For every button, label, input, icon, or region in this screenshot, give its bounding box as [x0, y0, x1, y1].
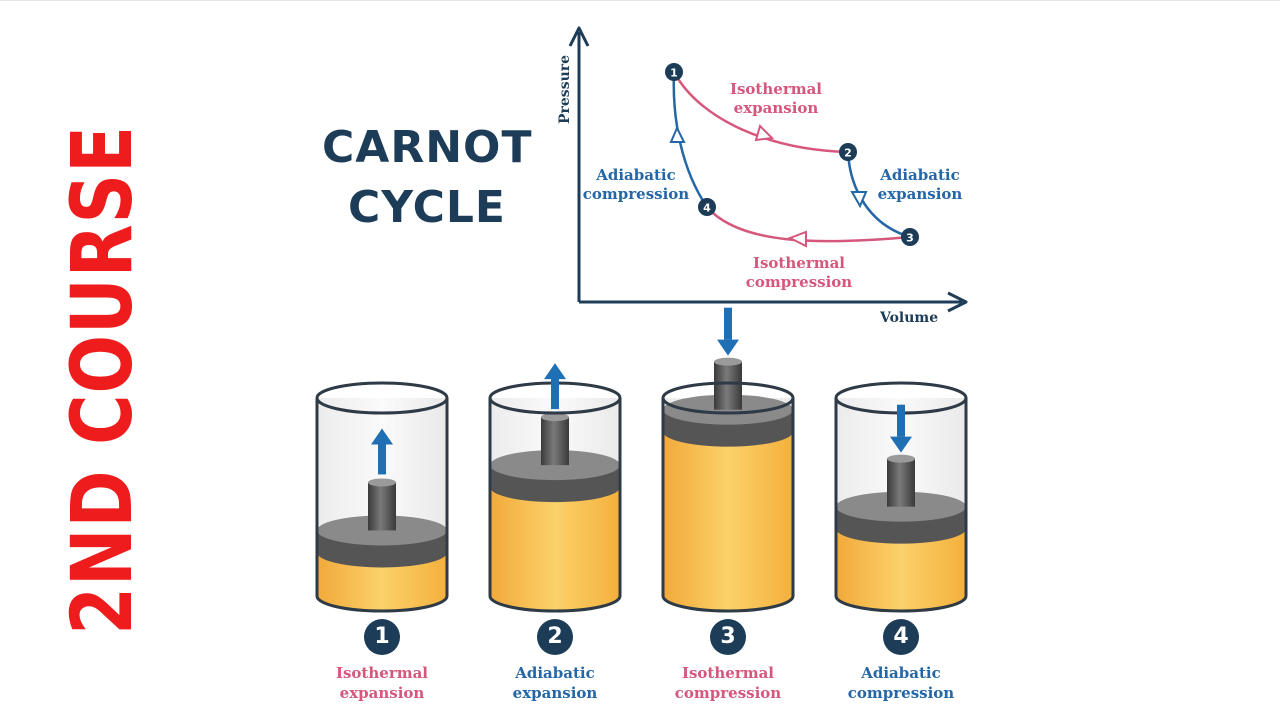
point-1: 1 — [665, 63, 683, 81]
cylinder-outline — [315, 398, 449, 613]
isothermal-expansion-curve — [672, 71, 849, 154]
arrow-shaft — [897, 404, 905, 437]
step-1-number: 1 — [364, 619, 400, 655]
cycle-curves — [672, 71, 911, 243]
segment-1-line-2: expansion — [734, 99, 819, 117]
step-2-line-1: Adiabatic — [515, 664, 595, 682]
step-1-caption: Isothermal expansion — [297, 663, 467, 703]
step-2-caption: Adiabatic expansion — [470, 663, 640, 703]
svg-text:3: 3 — [906, 232, 914, 245]
arrow-isothermal-expansion — [754, 124, 775, 142]
segment-2-line-1: Adiabatic — [879, 166, 960, 184]
segment-3-line-2: compression — [746, 273, 853, 291]
cylinder-outline — [661, 398, 795, 613]
arrow-adiabatic-expansion — [850, 191, 868, 209]
gas-fill — [836, 528, 966, 611]
cylinder-3 — [661, 307, 795, 613]
cylinder-outline — [834, 398, 968, 613]
cylinder-1 — [315, 381, 449, 613]
arrow-shaft — [378, 442, 386, 475]
top-border — [0, 0, 1280, 1]
gas-fill — [490, 487, 620, 611]
piston-rod — [368, 482, 396, 531]
segment-2-line-2: expansion — [878, 185, 963, 203]
arrow-down-icon — [890, 436, 912, 453]
piston-rod-top — [887, 454, 915, 463]
piston-rod — [541, 417, 569, 466]
title-line-1: CARNOT — [322, 122, 533, 173]
svg-text:1: 1 — [670, 67, 678, 80]
arrow-adiabatic-compression — [669, 125, 686, 143]
svg-text:2: 2 — [844, 147, 852, 160]
cylinder-outline — [488, 398, 622, 613]
diagram-title: CARNOT CYCLE — [322, 118, 532, 238]
arrow-down-icon — [717, 339, 739, 356]
step-4-caption: Adiabatic compression — [816, 663, 986, 703]
gas-fill — [317, 552, 447, 611]
point-2: 2 — [839, 143, 857, 161]
arrow-up-icon — [371, 428, 393, 445]
point-4: 4 — [698, 198, 716, 216]
isothermal-compression-curve — [706, 206, 911, 243]
segment-4-line-2: compression — [583, 185, 690, 203]
arrow-isothermal-compression — [787, 230, 807, 248]
step-3-line-2: compression — [674, 684, 782, 702]
step-4-line-2: compression — [847, 684, 955, 702]
x-axis-label: Volume — [879, 310, 938, 326]
step-4-number: 4 — [883, 619, 919, 655]
adiabatic-expansion-curve — [846, 151, 911, 239]
y-axis-label: Pressure — [557, 55, 573, 124]
adiabatic-compression-curve — [672, 71, 709, 208]
step-2-number: 2 — [537, 619, 573, 655]
cylinder-rim — [661, 381, 795, 415]
segment-1-line-1: Isothermal — [730, 80, 822, 98]
direction-arrows — [669, 124, 868, 248]
piston-rod-top — [368, 478, 396, 487]
axes: Pressure Volume — [557, 26, 968, 326]
arrow-up-icon — [544, 363, 566, 380]
step-3-line-1: Isothermal — [681, 664, 775, 682]
arrow-shaft — [724, 307, 732, 340]
arrow-shaft — [551, 377, 559, 410]
step-4-line-1: Adiabatic — [861, 664, 941, 682]
step-1-line-2: expansion — [339, 684, 425, 702]
gas-fill — [663, 431, 793, 611]
segment-3-line-1: Isothermal — [753, 254, 845, 272]
step-2-line-2: expansion — [512, 684, 598, 702]
step-3-number: 3 — [710, 619, 746, 655]
step-1-line-1: Isothermal — [335, 664, 429, 682]
piston-rod — [887, 458, 915, 507]
cylinder-2 — [488, 363, 622, 613]
piston-rod-top — [714, 357, 742, 366]
cylinder-4 — [834, 381, 968, 613]
segment-labels: Isothermal expansion Adiabatic expansion… — [583, 80, 963, 291]
piston-rod — [714, 361, 742, 410]
point-markers: 1 2 3 4 — [665, 63, 919, 246]
segment-4-line-1: Adiabatic — [595, 166, 676, 184]
piston-rod-top — [541, 413, 569, 422]
title-line-2: CYCLE — [348, 182, 506, 233]
svg-text:4: 4 — [703, 202, 711, 215]
piston-cylinders — [315, 307, 968, 613]
cylinder-rim — [315, 381, 449, 415]
point-3: 3 — [901, 228, 919, 246]
step-3-caption: Isothermal compression — [643, 663, 813, 703]
